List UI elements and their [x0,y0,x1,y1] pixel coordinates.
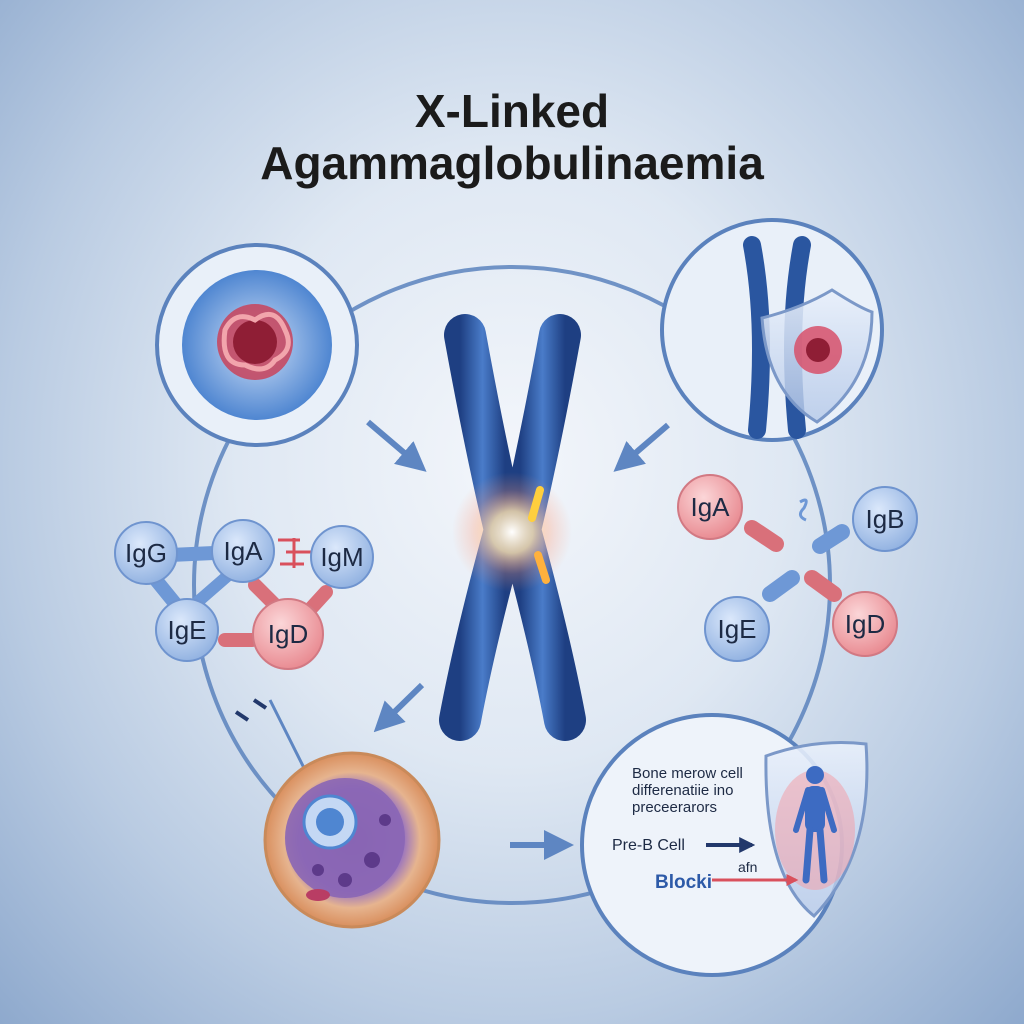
ig-node [832,591,898,657]
panel-text-line-3: preceerarors [632,799,717,816]
ig-label: IgE [167,615,206,645]
cell-panel [155,243,359,447]
arrow-cell-to-chromosome [366,419,427,472]
ig-node [155,598,219,662]
right-ig-network: IgA IgB IgE IgD [677,474,918,662]
arrow-shield-to-chromosome [613,422,670,472]
ig-label: IgA [223,536,263,566]
bone-marrow-cell [234,698,441,929]
panel-text-line-1: Bone merow cell [632,765,743,782]
arrow-label: afn [738,859,757,875]
ig-node [211,519,275,583]
ig-node [252,598,324,670]
ig-label: IgD [845,609,885,639]
title-line-1: X-Linked [414,85,610,137]
ig-node [852,486,918,552]
pre-b-cell-label: Pre-B Cell [612,837,685,854]
ig-node [677,474,743,540]
ig-label: IgM [320,542,363,572]
ig-label: IgB [865,504,904,534]
block-label: Blocki [655,872,712,893]
ig-node [704,596,770,662]
ig-label: IgG [125,538,167,568]
arrow-chromosome-to-marrow [373,682,425,733]
left-ig-network: IgG IgA IgM IgE IgD [114,519,374,670]
shield-panel [660,218,884,442]
ig-label: IgE [717,614,756,644]
ig-label: IgD [268,619,308,649]
ig-node [310,525,374,589]
differentiation-panel: Bone merow cell differenatiie ino precee… [580,713,869,977]
ig-node [114,521,178,585]
title-line-2: Agammaglobulinaemia [260,137,764,189]
panel-text-line-2: differenatiie ino [632,782,733,799]
chromosome [439,314,586,741]
ig-label: IgA [690,492,730,522]
